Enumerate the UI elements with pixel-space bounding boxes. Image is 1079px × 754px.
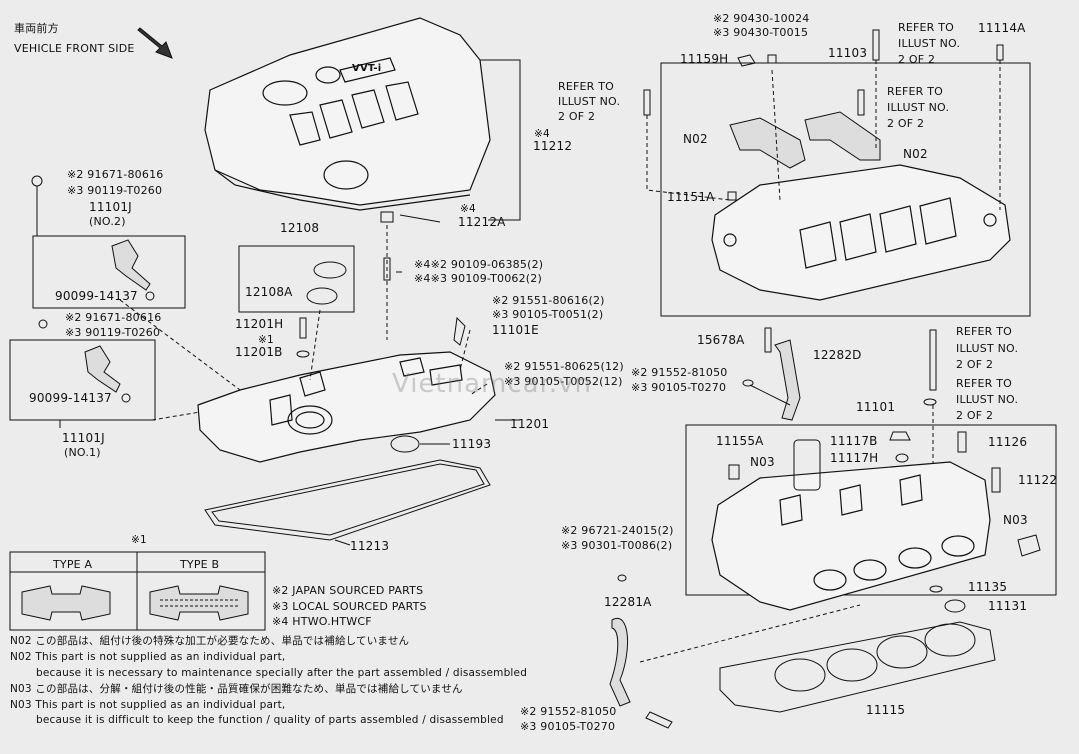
refer-5-line2[interactable]: ILLUST NO.	[956, 393, 1019, 406]
sensor-bolt-ref-japan: ※2 91551-80616(2)	[492, 294, 605, 307]
part-11101j-no1[interactable]: 11101J	[62, 431, 105, 445]
cover-logo-text: VVT-i	[352, 63, 382, 74]
refer-1-line1[interactable]: REFER TO	[898, 21, 954, 34]
refer-4-line2[interactable]: ILLUST NO.	[956, 342, 1019, 355]
part-12108[interactable]: 12108	[280, 221, 320, 235]
refer-3-line3[interactable]: 2 OF 2	[887, 117, 925, 130]
part-11101e[interactable]: 11101E	[492, 323, 539, 337]
legend-type-b: TYPE B	[180, 558, 220, 571]
legend-type-a: TYPE A	[53, 558, 93, 571]
part-11114a[interactable]: 11114A	[978, 21, 1026, 35]
refer-5-line1[interactable]: REFER TO	[956, 377, 1012, 390]
legend-local-sourced: ※3 LOCAL SOURCED PARTS	[272, 600, 427, 613]
stud-ref-local: ※4※3 90109-T0062(2)	[414, 272, 542, 285]
ocv1-ref-local: ※3 90119-T0260	[65, 326, 161, 339]
note-n03-en-2: because it is difficult to keep the func…	[36, 714, 504, 726]
part-11101j-no2[interactable]: 11101J	[89, 200, 132, 214]
vehicle-front-label: VEHICLE FRONT SIDE	[14, 42, 135, 55]
part-11212a[interactable]: 11212A	[458, 215, 506, 229]
part-n03-pipe[interactable]: N03	[1003, 513, 1028, 527]
refer-5-line3[interactable]: 2 OF 2	[956, 409, 994, 422]
refer-4-line1[interactable]: REFER TO	[956, 325, 1012, 338]
part-11151a[interactable]: 11151A	[667, 190, 715, 204]
note-n02-jp: N02 この部品は、組付け後の特殊な加工が必要なため、単品では補給していません	[10, 635, 410, 647]
part-11201b[interactable]: 11201B	[235, 345, 283, 359]
legend-japan-sourced: ※2 JAPAN SOURCED PARTS	[272, 584, 424, 597]
part-11122[interactable]: 11122	[1018, 473, 1058, 487]
camshaft-housing	[711, 164, 1011, 301]
hook-bolt-ref-japan: ※2 91552-81050	[520, 705, 617, 718]
bearing-cap-n02-right[interactable]: N02	[903, 147, 928, 161]
note-n02-en-2: because it is necessary to maintenance s…	[36, 667, 528, 679]
bearing-cap-n02-left[interactable]: N02	[683, 132, 708, 146]
part-11212[interactable]: 11212	[533, 139, 573, 153]
legend-note-mark: ※1	[131, 534, 147, 546]
part-12108a[interactable]: 12108A	[245, 285, 293, 299]
ocv2-sub: (NO.2)	[89, 215, 126, 228]
ocv2-ref-japan: ※2 91671-80616	[67, 168, 164, 181]
watermark: Vietnamcar.vn	[392, 369, 593, 399]
part-11193[interactable]: 11193	[452, 437, 492, 451]
washer-ref-local: ※3 90430-T0015	[713, 26, 809, 39]
part-11201h[interactable]: 11201H	[235, 317, 284, 331]
refer-2-line1[interactable]: REFER TO	[558, 80, 614, 93]
washer-ref-japan: ※2 90430-10024	[713, 12, 810, 25]
grommet	[380, 211, 394, 340]
part-n03-dowel[interactable]: N03	[750, 455, 775, 469]
refer-2-line2[interactable]: ILLUST NO.	[558, 95, 621, 108]
ocv2-oring[interactable]: 90099-14137	[55, 289, 138, 303]
part-11103[interactable]: 11103	[828, 46, 868, 60]
cover-bolt-ref-local: ※3 90105-T0052(12)	[504, 375, 623, 388]
hook-bolt-ref-local: ※3 90105-T0270	[520, 720, 616, 733]
stud-bolt-ref-local: ※3 90301-T0086(2)	[561, 539, 673, 552]
part-11101[interactable]: 11101	[856, 400, 896, 414]
part-12281a[interactable]: 12281A	[604, 595, 652, 609]
cylinder-head	[711, 461, 991, 611]
engine-cover	[204, 17, 491, 211]
refer-2-line3[interactable]: 2 OF 2	[558, 110, 596, 123]
refer-4-line3[interactable]: 2 OF 2	[956, 358, 994, 371]
refer-1-line3[interactable]: 2 OF 2	[898, 53, 936, 66]
grommet-note: ※4	[460, 203, 476, 215]
ocv1-ref-japan: ※2 91671-80616	[65, 311, 162, 324]
head-gasket	[719, 621, 996, 713]
ocv1-sub: (NO.1)	[64, 446, 101, 459]
note-n03-jp: N03 この部品は、分解・組付け後の性能・品質確保が困難なため、単品では補給して…	[10, 683, 463, 695]
ocv1-oring[interactable]: 90099-14137	[29, 391, 112, 405]
part-11115[interactable]: 11115	[866, 703, 906, 717]
part-11155a[interactable]: 11155A	[716, 434, 764, 448]
stud-ref-japan: ※4※2 90109-06385(2)	[414, 258, 544, 271]
note-n02-en-1: N02 This part is not supplied as an indi…	[10, 651, 286, 663]
part-11201[interactable]: 11201	[510, 417, 550, 431]
part-12282d[interactable]: 12282D	[813, 348, 862, 362]
part-15678a[interactable]: 15678A	[697, 333, 745, 347]
legend-htwo: ※4 HTWO.HTWCF	[272, 615, 372, 628]
note-n03-en-1: N03 This part is not supplied as an indi…	[10, 699, 286, 711]
part-11117h[interactable]: 11117H	[830, 451, 879, 465]
bracket-bolt-ref-local: ※3 90105-T0270	[631, 381, 727, 394]
part-11159h[interactable]: 11159H	[680, 52, 729, 66]
part-11213[interactable]: 11213	[350, 539, 390, 553]
cover-bolt-ref-japan: ※2 91551-80625(12)	[504, 360, 624, 373]
part-11135[interactable]: 11135	[968, 580, 1008, 594]
bracket-bolt-ref-japan: ※2 91552-81050	[631, 366, 728, 379]
part-11201b-note: ※1	[258, 334, 274, 346]
vehicle-front-jp-label: 車両前方	[14, 22, 59, 35]
part-11117b[interactable]: 11117B	[830, 434, 878, 448]
refer-1-line2[interactable]: ILLUST NO.	[898, 37, 961, 50]
refer-3-line1[interactable]: REFER TO	[887, 85, 943, 98]
head-cover	[197, 351, 496, 463]
ocv2-ref-local: ※3 90119-T0260	[67, 184, 163, 197]
part-11131[interactable]: 11131	[988, 599, 1028, 613]
cover-note: ※4	[534, 128, 550, 140]
part-11126[interactable]: 11126	[988, 435, 1028, 449]
stud-bolt-ref-japan: ※2 96721-24015(2)	[561, 524, 674, 537]
sensor-bolt-ref-local: ※3 90105-T0051(2)	[492, 308, 604, 321]
refer-3-line2[interactable]: ILLUST NO.	[887, 101, 950, 114]
front-arrow-icon	[137, 27, 173, 59]
